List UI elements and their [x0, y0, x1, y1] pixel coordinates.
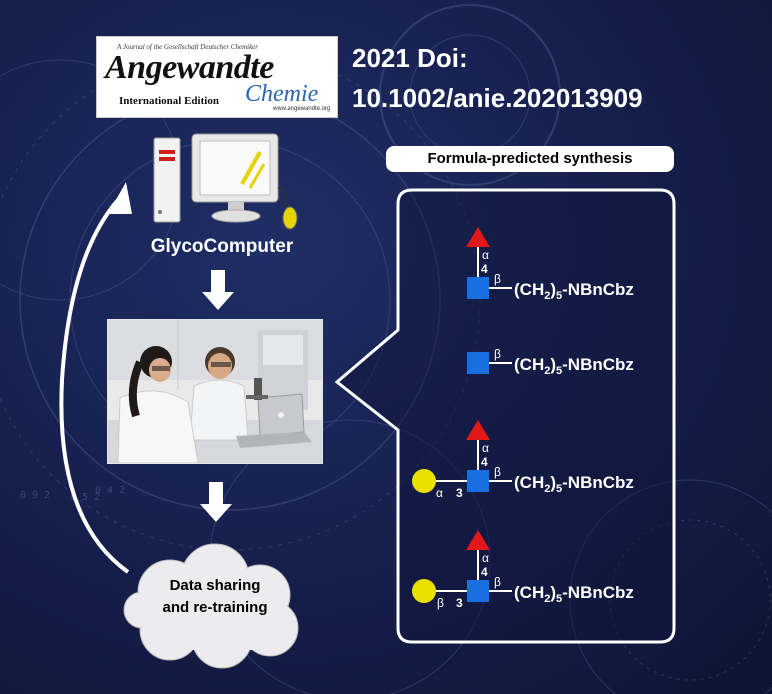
fuc-anomer: α: [482, 551, 489, 565]
doi-year: 2021 Doi:: [352, 43, 468, 73]
glcnac-square: [467, 470, 489, 492]
fucose-triangle: [466, 530, 490, 550]
beta-label: β: [494, 347, 501, 361]
galactose-circle: [412, 469, 436, 493]
compound-2: β (CH2)5-NBnCbz: [467, 347, 634, 377]
pc-tower-icon: [153, 137, 181, 223]
gal-position: 3: [456, 486, 463, 500]
cloud-line-2: and re-training: [162, 599, 268, 616]
fucose-triangle: [466, 420, 490, 440]
linker-label: (CH2)5-NBnCbz: [514, 473, 634, 495]
down-arrow-icon: [200, 482, 232, 522]
beta-label: β: [494, 575, 501, 589]
gal-position: 3: [456, 596, 463, 610]
computer-label: GlycoComputer: [150, 236, 294, 257]
journal-chemie: Chemie: [245, 81, 319, 107]
galactose-circle: [412, 579, 436, 603]
cloud-line-1: Data sharing: [169, 577, 261, 594]
beta-label: β: [494, 272, 501, 286]
fuc-position: 4: [481, 565, 488, 579]
lab-photo: [107, 319, 323, 464]
journal-url: www.angewandte.org: [273, 106, 331, 112]
cloud-icon: [123, 543, 299, 669]
cloud-text: Data sharing and re-training: [130, 575, 300, 619]
gal-anomer: α: [436, 486, 443, 500]
compound-3: α 4 α 3 β (CH2)5-NBnCbz: [412, 420, 634, 500]
formula-title: Formula-predicted synthesis: [386, 146, 674, 172]
gal-anomer: β: [437, 596, 444, 610]
doi-text: 2021 Doi: 10.1002/anie.202013909: [352, 38, 643, 118]
svg-text:0 4 2: 0 4 2: [95, 485, 125, 496]
compound-1: α 4 β (CH2)5-NBnCbz: [466, 227, 634, 302]
linker-label: (CH2)5-NBnCbz: [514, 355, 634, 377]
glcnac-square: [467, 277, 489, 299]
svg-text:0 5 2: 0 5 2: [70, 492, 100, 503]
linker-label: (CH2)5-NBnCbz: [514, 280, 634, 302]
computer-icon: [153, 133, 298, 230]
fuc-anomer: α: [482, 248, 489, 262]
glcnac-square: [467, 352, 489, 374]
computer-monitor-icon: [191, 133, 279, 223]
fuc-position: 4: [481, 455, 488, 469]
journal-name: Angewandte: [105, 49, 274, 86]
fuc-position: 4: [481, 262, 488, 276]
beta-label: β: [494, 465, 501, 479]
svg-text:0 9 2: 0 9 2: [20, 490, 50, 501]
glcnac-square: [467, 580, 489, 602]
down-arrow-icon: [202, 270, 234, 310]
journal-logo: A Journal of the Gesellschaft Deutscher …: [96, 36, 338, 118]
mouse-icon: [277, 187, 298, 230]
journal-tagline: A Journal of the Gesellschaft Deutscher …: [117, 43, 259, 51]
compound-4: α 4 β 3 β (CH2)5-NBnCbz: [412, 530, 634, 610]
fuc-anomer: α: [482, 441, 489, 455]
linker-label: (CH2)5-NBnCbz: [514, 583, 634, 605]
journal-edition: International Edition: [119, 95, 219, 107]
fucose-triangle: [466, 227, 490, 247]
doi-number: 10.1002/anie.202013909: [352, 83, 643, 113]
